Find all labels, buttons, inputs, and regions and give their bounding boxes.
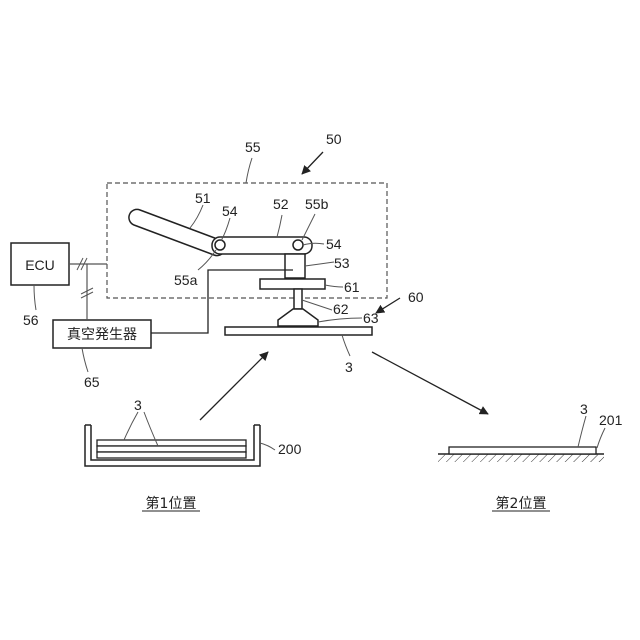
label-51: 51 bbox=[195, 190, 211, 206]
label-200: 200 bbox=[278, 441, 302, 457]
suction-cup-63 bbox=[278, 309, 318, 326]
leader-55 bbox=[246, 158, 252, 183]
leader-61 bbox=[325, 285, 343, 287]
label-54-right: 54 bbox=[326, 236, 342, 252]
leader-3-workpiece bbox=[342, 335, 350, 356]
caption-position-1: 第1位置 bbox=[146, 495, 197, 512]
vacuum-generator-label: 真空発生器 bbox=[67, 326, 137, 342]
stacked-workpiece-1 bbox=[97, 440, 246, 446]
arrow-pick-from-tray bbox=[200, 352, 268, 420]
label-62: 62 bbox=[333, 301, 349, 317]
arm-51 bbox=[129, 209, 225, 255]
label-56: 56 bbox=[23, 312, 39, 328]
leader-50-arrow bbox=[302, 152, 323, 174]
label-3-workpiece: 3 bbox=[345, 359, 353, 375]
leader-55b bbox=[302, 214, 315, 240]
shaft-62 bbox=[294, 289, 302, 309]
arrow-place-to-table bbox=[372, 352, 488, 414]
table-201-hatch bbox=[438, 454, 604, 462]
label-63: 63 bbox=[363, 310, 379, 326]
plate-61 bbox=[260, 279, 325, 289]
leader-53 bbox=[305, 262, 334, 266]
label-3-placed: 3 bbox=[580, 401, 588, 417]
label-55: 55 bbox=[245, 139, 261, 155]
leader-3-stack-a bbox=[124, 412, 138, 440]
label-53: 53 bbox=[334, 255, 350, 271]
stacked-workpiece-2 bbox=[97, 446, 246, 452]
joint-54-right bbox=[293, 240, 303, 250]
label-60: 60 bbox=[408, 289, 424, 305]
leader-200 bbox=[260, 443, 275, 450]
label-3-stack: 3 bbox=[134, 397, 142, 413]
leader-52 bbox=[277, 215, 282, 237]
leader-63 bbox=[318, 318, 362, 322]
label-55b: 55b bbox=[305, 196, 329, 212]
workpiece-3 bbox=[225, 327, 372, 335]
leader-201 bbox=[597, 428, 605, 448]
actuator-53 bbox=[285, 254, 305, 278]
leader-65 bbox=[82, 348, 88, 372]
label-201: 201 bbox=[599, 412, 623, 428]
leader-3-placed bbox=[578, 416, 586, 447]
leader-56 bbox=[34, 285, 36, 310]
ecu-label: ECU bbox=[25, 257, 55, 273]
label-55a: 55a bbox=[174, 272, 198, 288]
leader-51 bbox=[190, 205, 203, 228]
placed-workpiece-3 bbox=[449, 447, 596, 454]
label-65: 65 bbox=[84, 374, 100, 390]
stacked-workpiece-3 bbox=[97, 452, 246, 458]
label-52: 52 bbox=[273, 196, 289, 212]
label-50: 50 bbox=[326, 131, 342, 147]
label-61: 61 bbox=[344, 279, 360, 295]
leader-60-arrow bbox=[376, 298, 400, 313]
label-54-left: 54 bbox=[222, 203, 238, 219]
leader-62 bbox=[302, 300, 332, 310]
joint-54-left bbox=[215, 240, 225, 250]
caption-position-2: 第2位置 bbox=[496, 495, 547, 512]
